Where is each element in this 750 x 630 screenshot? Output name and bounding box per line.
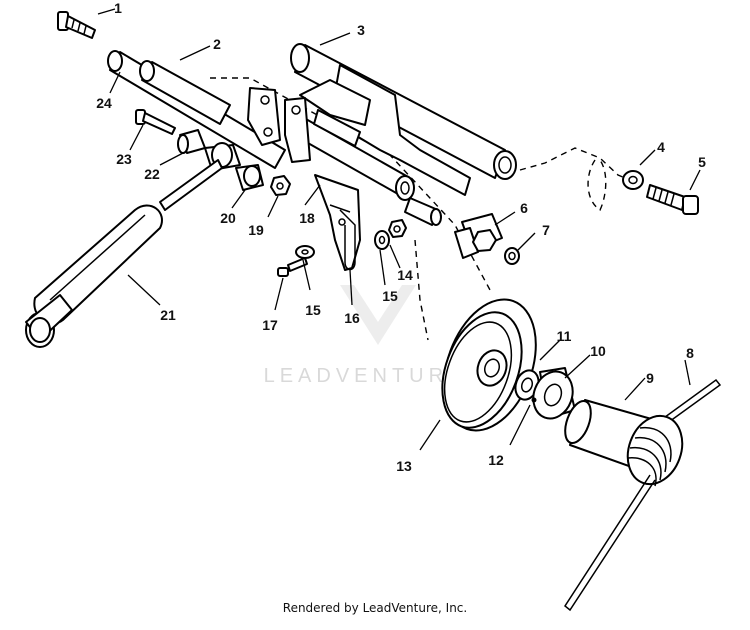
washer-part-15-right [374, 230, 390, 250]
watermark-text: LEADVENTURE [264, 365, 467, 387]
collar-part-10 [531, 367, 576, 420]
callout-11: 11 [557, 328, 572, 344]
leader-lines [97, 8, 701, 451]
callout-7: 7 [542, 222, 550, 238]
callout-17: 17 [262, 317, 278, 333]
callout-19: 19 [248, 222, 264, 238]
callout-22: 22 [144, 166, 160, 182]
callout-3: 3 [357, 22, 365, 38]
callout-5: 5 [698, 154, 706, 170]
watermark-logo-icon [340, 285, 416, 345]
bolt-part-5 [646, 184, 699, 215]
bolt-part-23 [135, 109, 176, 135]
bolt-part-17 [277, 257, 308, 277]
callout-12: 12 [488, 452, 504, 468]
frame-part-3 [247, 43, 517, 226]
spring-part-8 [564, 378, 722, 612]
nut-part-19 [270, 175, 291, 196]
callout-16: 16 [344, 310, 360, 326]
shock-part-21 [25, 159, 223, 348]
callout-numbers: 1 2 3 4 5 6 7 8 9 10 11 12 13 14 15 15 1… [96, 0, 706, 474]
footer-credit: Rendered by LeadVenture, Inc. [283, 601, 467, 615]
callout-15-left: 15 [305, 302, 321, 318]
callout-14: 14 [397, 267, 413, 283]
callout-9: 9 [646, 370, 654, 386]
callout-4: 4 [657, 139, 665, 155]
callout-10: 10 [590, 343, 606, 359]
bracket-part-6 [454, 213, 503, 259]
pulley-part-13 [441, 298, 537, 432]
callout-6: 6 [520, 200, 528, 216]
callout-23: 23 [116, 151, 132, 167]
callout-13: 13 [396, 458, 412, 474]
bolt-part-1 [57, 11, 96, 39]
nut-part-14 [388, 219, 407, 238]
callout-20: 20 [220, 210, 236, 226]
callout-1: 1 [114, 0, 122, 16]
callout-2: 2 [213, 36, 221, 52]
washer-part-4 [622, 170, 644, 190]
callout-24: 24 [96, 95, 112, 111]
washer-part-7 [504, 247, 520, 265]
callout-21: 21 [160, 307, 176, 323]
clip-part-16 [338, 209, 356, 271]
bushing-part-22 [177, 129, 206, 154]
callout-18: 18 [299, 210, 315, 226]
sleeve-part-2 [139, 60, 231, 125]
callout-8: 8 [686, 345, 694, 361]
callout-15-right: 15 [382, 288, 398, 304]
washer-part-15-left [295, 245, 315, 259]
